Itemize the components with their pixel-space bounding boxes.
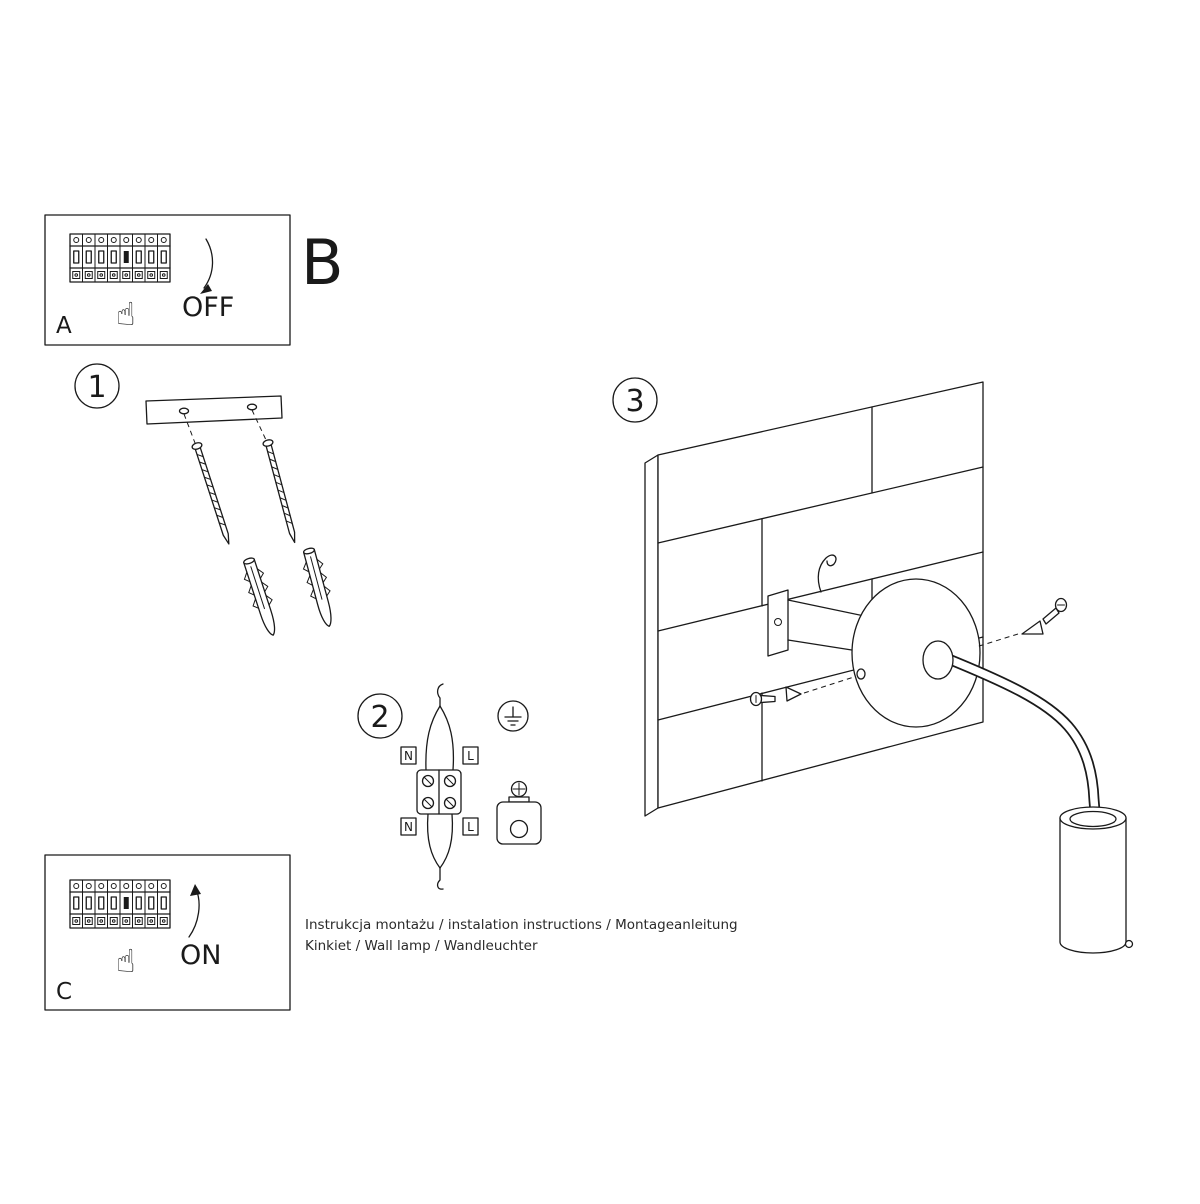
step-2-number: 2 xyxy=(370,700,389,735)
label-box-l-bottom xyxy=(462,817,479,836)
section-b-label: B xyxy=(301,226,344,299)
panel-c-power-on: C ☝ ON xyxy=(44,854,291,1011)
step-3-wall-mounting: 3 xyxy=(612,377,1134,954)
switch-down-arrow-icon xyxy=(200,238,214,294)
wall-lamp xyxy=(851,578,1134,954)
hand-icon: ☝ xyxy=(116,942,135,980)
footer-instructions-line: Instrukcja montażu / instalation instruc… xyxy=(305,917,738,933)
ground-symbol-icon xyxy=(497,700,529,732)
arrow-icon xyxy=(1021,620,1044,635)
canopy-hub xyxy=(922,640,954,680)
arrow-icon xyxy=(785,686,802,702)
leader-line xyxy=(251,409,267,441)
canopy-screw-hole xyxy=(856,668,866,680)
wire-label-l-top: L xyxy=(467,749,474,763)
mounting-bracket xyxy=(767,589,894,657)
screw-icon xyxy=(261,438,301,545)
plate-hole-left xyxy=(178,407,190,415)
panel-a-label: A xyxy=(56,313,72,339)
switch-up-arrow-icon xyxy=(188,884,201,938)
step-1-mounting-holes: 1 xyxy=(74,363,340,639)
panel-c-label: C xyxy=(56,979,72,1005)
lamp-arm-inner xyxy=(942,654,1099,816)
panel-c-border xyxy=(44,854,291,1011)
mounting-plate xyxy=(145,395,283,425)
lamp-socket xyxy=(1059,806,1134,954)
plate-hole-right xyxy=(246,403,258,411)
footer-product-line: Kinkiet / Wall lamp / Wandleuchter xyxy=(305,938,538,954)
step-2-badge xyxy=(357,693,403,739)
wall-plug-icon xyxy=(238,554,284,639)
hand-icon: ☝ xyxy=(116,295,135,333)
fixing-screw-right xyxy=(975,597,1068,648)
step-2-wiring: 2 N L N L xyxy=(357,683,542,890)
wall-cable xyxy=(817,554,837,593)
label-box-n-top xyxy=(400,746,417,765)
wire-label-l-bottom: L xyxy=(467,820,474,834)
breaker-panel-icon xyxy=(69,879,171,929)
step-3-number: 3 xyxy=(625,384,644,419)
screw-icon xyxy=(190,440,235,547)
label-box-n-bottom xyxy=(400,817,417,836)
wire-label-n-top: N xyxy=(404,749,413,763)
panel-c-state: ON xyxy=(180,940,221,971)
fixing-screw-left xyxy=(749,676,855,707)
supply-wire xyxy=(425,683,455,890)
label-box-l-top xyxy=(462,746,479,765)
wall-plug-icon xyxy=(298,545,340,630)
panel-a-power-off: A ☝ OFF xyxy=(44,214,291,346)
step-3-badge xyxy=(612,377,658,423)
breaker-panel-icon xyxy=(69,233,171,283)
wire-label-n-bottom: N xyxy=(404,820,413,834)
step-1-badge xyxy=(74,363,120,409)
lamp-canopy xyxy=(851,578,981,728)
panel-a-state: OFF xyxy=(182,292,234,323)
step-1-number: 1 xyxy=(87,370,106,405)
earth-terminal xyxy=(496,780,542,845)
terminal-block xyxy=(416,769,462,815)
